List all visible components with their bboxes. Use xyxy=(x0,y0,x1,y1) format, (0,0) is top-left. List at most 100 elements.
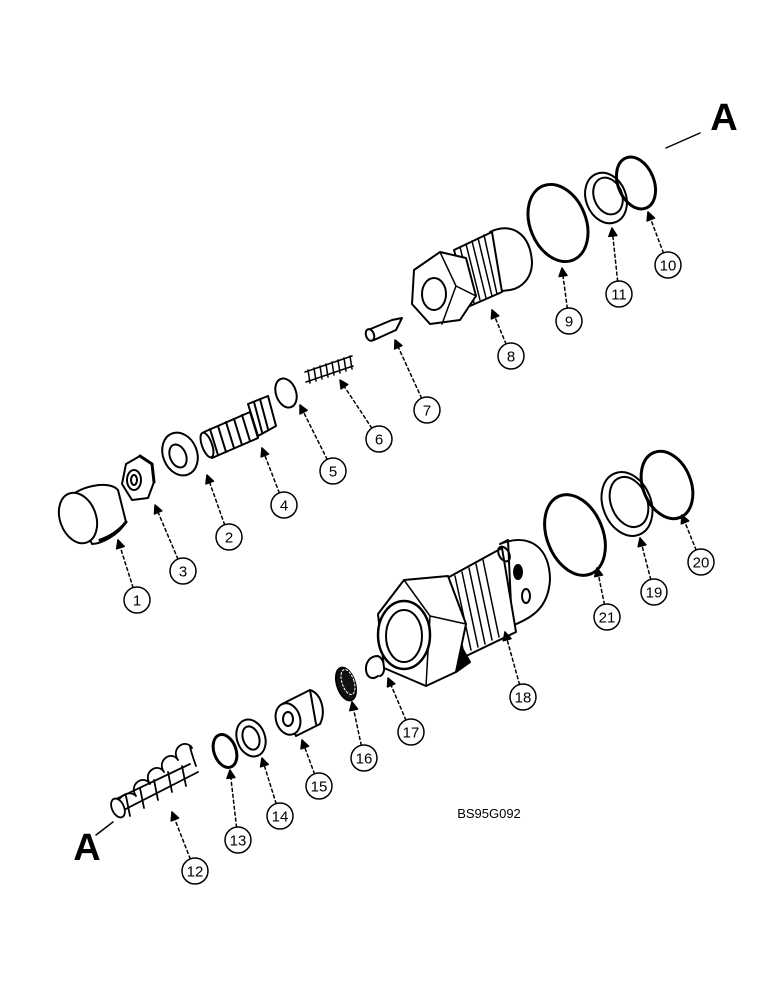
leader-arrowhead xyxy=(170,811,180,822)
callout-circle xyxy=(181,857,209,885)
callout-21: 21 xyxy=(593,567,621,631)
section-mark-a-lower: A xyxy=(73,827,100,869)
callout-number: 2 xyxy=(225,530,233,547)
leader-arrowhead xyxy=(349,701,359,712)
leader-line xyxy=(339,379,373,429)
callout-number: 10 xyxy=(660,258,677,275)
leader-line xyxy=(154,504,179,560)
callout-number: 14 xyxy=(272,809,289,826)
callout-9: 9 xyxy=(555,267,583,335)
callout-circle xyxy=(350,744,378,772)
callout-number: 21 xyxy=(599,610,616,627)
cap-part xyxy=(57,483,128,545)
callout-number: 1 xyxy=(133,593,141,610)
callout-number: 15 xyxy=(311,779,328,796)
valve-body-part xyxy=(376,539,551,687)
leader-arrowhead xyxy=(205,474,215,485)
callout-circle xyxy=(687,548,715,576)
leader-arrowhead xyxy=(608,227,618,238)
leader-arrowhead xyxy=(593,567,604,578)
leader-line xyxy=(299,404,328,461)
callout-17: 17 xyxy=(386,677,425,746)
screen-part xyxy=(334,666,358,702)
callout-circle xyxy=(413,396,441,424)
callout-15: 15 xyxy=(300,739,333,800)
callout-circle xyxy=(397,718,425,746)
callout-10: 10 xyxy=(646,211,682,279)
leader-arrowhead xyxy=(260,447,270,458)
callout-19: 19 xyxy=(637,537,668,606)
leader-arrowhead xyxy=(226,769,236,780)
leader-arrowhead xyxy=(393,339,403,350)
leader-line xyxy=(611,227,619,282)
callout-circle xyxy=(270,491,298,519)
o-ring-part xyxy=(614,155,658,211)
callout-number: 16 xyxy=(356,751,373,768)
callout-circle xyxy=(169,557,197,585)
callout-number: 11 xyxy=(611,287,627,304)
leader-arrowhead xyxy=(386,677,396,688)
callout-number: 7 xyxy=(423,403,431,420)
callout-1: 1 xyxy=(115,539,151,614)
snap-ring-part xyxy=(364,655,386,679)
o-ring-part xyxy=(639,449,695,521)
leader-line xyxy=(261,757,277,805)
callout-circle xyxy=(640,578,668,606)
leader-arrowhead xyxy=(115,539,125,550)
o-ring-part xyxy=(526,182,590,264)
callout-2: 2 xyxy=(205,474,243,551)
callout-number: 3 xyxy=(179,564,187,581)
backup-ring-part xyxy=(235,718,267,758)
centerline-a-lower xyxy=(95,821,114,836)
callout-circle xyxy=(605,280,633,308)
leader-line xyxy=(394,339,423,399)
callout-circle xyxy=(555,307,583,335)
callout-circle xyxy=(305,772,333,800)
callout-18: 18 xyxy=(502,631,537,711)
leader-arrowhead xyxy=(646,211,656,222)
callout-circle xyxy=(654,251,682,279)
washer-part xyxy=(161,431,199,477)
callout-circle xyxy=(224,826,252,854)
callout-number: 19 xyxy=(646,585,663,602)
callout-number: 5 xyxy=(329,464,337,481)
adjusting-screw-part xyxy=(199,395,277,459)
callout-3: 3 xyxy=(153,504,197,585)
section-mark-a-upper: A xyxy=(710,97,737,139)
callout-circle xyxy=(123,586,151,614)
o-ring-part xyxy=(274,377,298,409)
piston-part xyxy=(274,689,324,737)
callout-16: 16 xyxy=(349,701,378,772)
callout-circle xyxy=(497,342,525,370)
leader-arrowhead xyxy=(259,757,269,768)
spring-part xyxy=(304,355,354,384)
callout-number: 4 xyxy=(280,498,288,515)
callout-circle xyxy=(593,603,621,631)
leader-line xyxy=(261,447,281,494)
callout-circle xyxy=(509,683,537,711)
leader-arrowhead xyxy=(490,309,500,320)
leader-arrowhead xyxy=(502,631,512,642)
leader-arrowhead xyxy=(339,379,349,390)
callout-11: 11 xyxy=(605,227,633,308)
callout-number: 8 xyxy=(507,349,515,366)
leader-line xyxy=(229,769,238,828)
poppet-part xyxy=(364,317,403,342)
leader-arrowhead xyxy=(300,739,310,750)
callout-13: 13 xyxy=(224,769,252,854)
figure-code: BS95G092 xyxy=(457,806,521,821)
callout-4: 4 xyxy=(260,447,298,519)
leader-arrowhead xyxy=(299,404,308,415)
housing-part xyxy=(411,227,533,325)
leader-arrowhead xyxy=(558,267,568,278)
callout-7: 7 xyxy=(393,339,441,424)
o-ring-part xyxy=(543,493,607,577)
leader-arrowhead xyxy=(680,514,690,525)
callout-number: 12 xyxy=(187,864,204,881)
callout-14: 14 xyxy=(259,757,294,830)
callout-number: 13 xyxy=(230,833,247,850)
centerline-a-upper xyxy=(665,132,701,149)
spring-part xyxy=(110,743,199,819)
